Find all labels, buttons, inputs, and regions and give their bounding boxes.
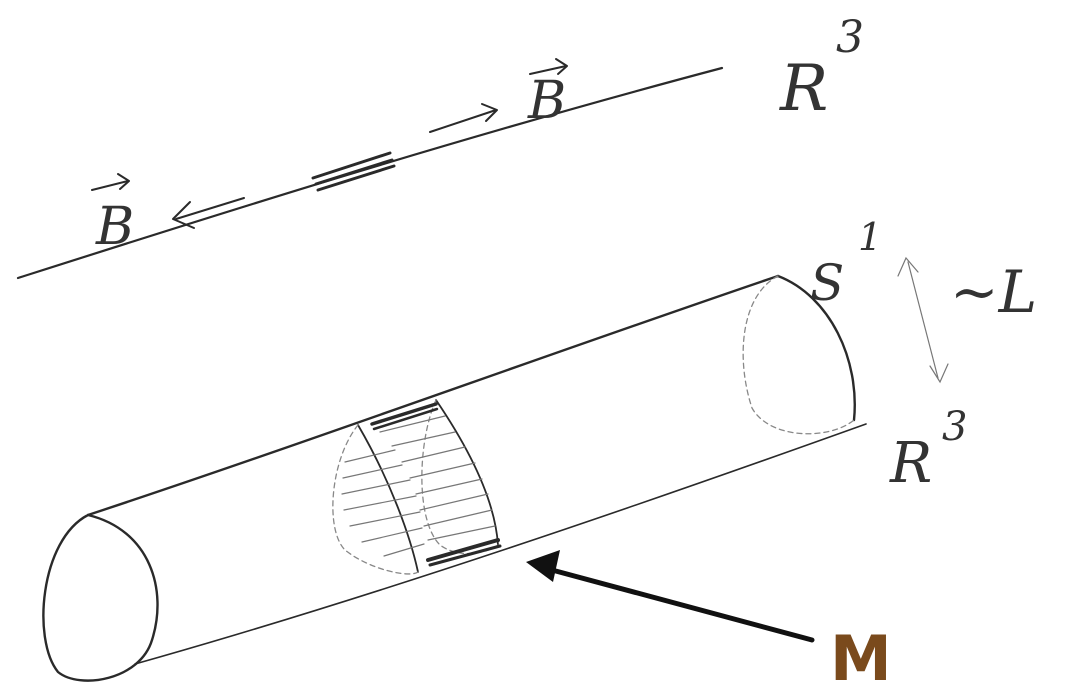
- pointer-arrow: [526, 550, 815, 643]
- label-scale-l: ~L: [950, 258, 1037, 326]
- svg-text:R: R: [889, 431, 932, 496]
- cylinder-right-end-back: [742, 275, 855, 435]
- svg-text:R: R: [779, 52, 828, 126]
- cylinder-left-end: [42, 513, 159, 682]
- svg-text:3: 3: [836, 12, 864, 63]
- thick-mark-upper: [370, 402, 439, 431]
- b-field-arrow-left: [172, 197, 245, 229]
- b-field-arrow-right: [429, 103, 498, 133]
- vector-arrow-b-left: [91, 173, 130, 191]
- cylinder-bottom-edge: [134, 423, 867, 665]
- svg-text:S: S: [810, 254, 844, 312]
- label-s1: S 1: [810, 215, 882, 312]
- size-double-arrow: [897, 256, 949, 384]
- band-region: [332, 399, 499, 575]
- thick-segment-top: [311, 151, 396, 192]
- label-r3-bottom: R 3: [889, 404, 967, 496]
- svg-text:1: 1: [858, 215, 882, 259]
- b-label-right: B: [527, 71, 566, 131]
- thick-mark-lower: [426, 538, 502, 567]
- cylinder-right-end-front: [776, 274, 856, 422]
- cylinder-top-edge: [86, 274, 780, 517]
- b-label-left: B: [95, 197, 134, 257]
- label-r3-top: R 3: [779, 12, 864, 126]
- label-m: M: [830, 622, 892, 693]
- vector-arrow-b-right: [529, 58, 568, 75]
- svg-text:3: 3: [942, 404, 967, 450]
